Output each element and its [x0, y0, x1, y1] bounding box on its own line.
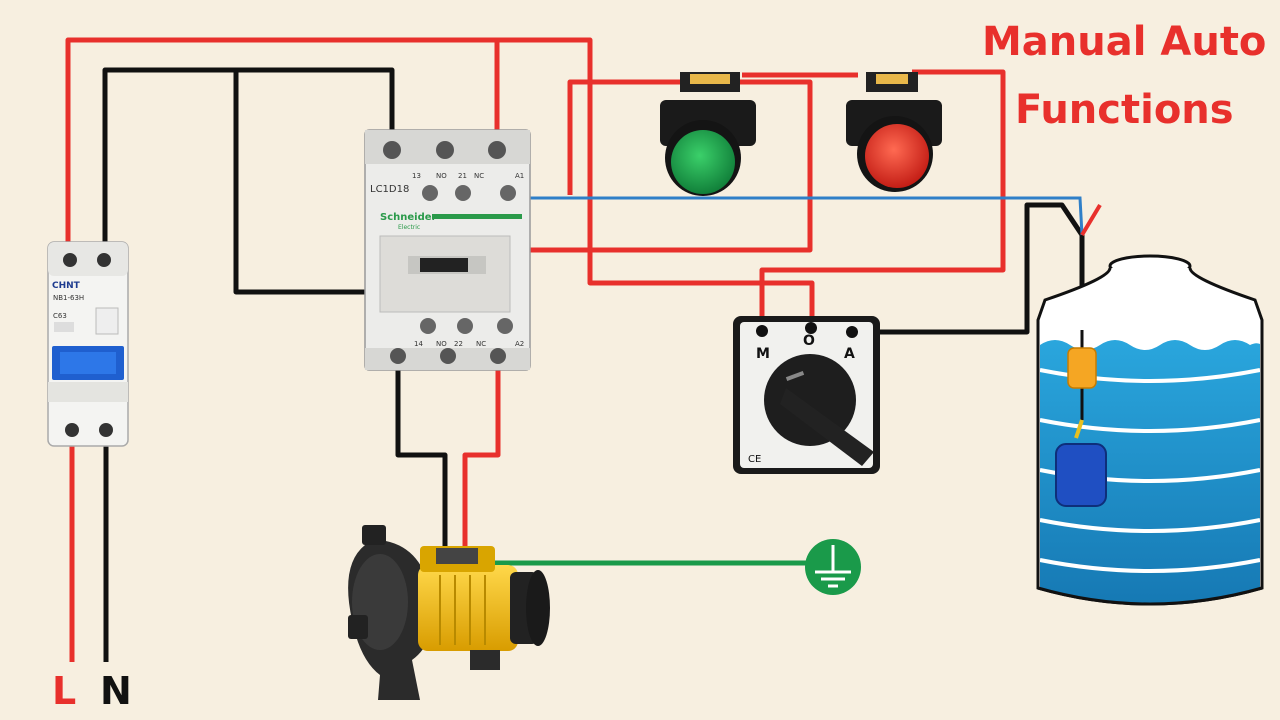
selector-terminal-o — [805, 322, 817, 334]
top-terminal-no: NO — [436, 172, 447, 180]
bottom-terminal-22: 22 — [454, 340, 463, 348]
line-label: L — [52, 669, 77, 713]
circuit-breaker: CHNT NB1-63H C63 — [47, 241, 129, 447]
contactor-terminal-a1 — [500, 185, 516, 201]
selector-terminal-a — [846, 326, 858, 338]
top-terminal-21: 21 — [458, 172, 467, 180]
contactor-terminal-t2 — [490, 348, 506, 364]
breaker-rating: C63 — [53, 312, 67, 320]
neutral-label: N — [100, 669, 132, 713]
bottom-terminal-14: 14 — [414, 340, 423, 348]
contactor-terminal-a2 — [497, 318, 513, 334]
contactor-model: LC1D18 — [370, 184, 409, 195]
contactor-terminal-l1 — [383, 141, 401, 159]
contactor: LC1D18 13 NO 21 NC A1 Schneider Electric… — [364, 129, 531, 371]
selector-switch[interactable]: M O A CE — [733, 316, 880, 474]
contactor-terminal-t1 — [390, 348, 406, 364]
breaker-terminal-l-top — [63, 253, 77, 267]
stop-push-button[interactable] — [846, 72, 942, 192]
contactor-terminal-l2 — [488, 141, 506, 159]
start-push-button[interactable] — [660, 72, 756, 196]
ce-mark: CE — [748, 454, 761, 465]
water-pump — [348, 525, 550, 700]
selector-terminal-m — [756, 325, 768, 337]
neutral-wire — [102, 67, 1085, 662]
top-terminal-nc: NC — [474, 172, 484, 180]
title-line-1: Manual Auto — [982, 19, 1267, 65]
position-o: O — [803, 333, 815, 349]
contactor-brand-sub: Electric — [398, 224, 420, 231]
float-lead-red — [1080, 203, 1102, 237]
position-a: A — [844, 346, 855, 362]
breaker-model: NB1-63H — [53, 294, 84, 302]
breaker-brand: CHNT — [52, 281, 81, 291]
position-m: M — [756, 346, 770, 362]
pump-motor — [418, 565, 518, 651]
line-wire — [65, 37, 1006, 662]
earth-icon — [805, 539, 861, 595]
tank-water — [1040, 340, 1260, 603]
contactor-brand: Schneider — [380, 212, 437, 223]
breaker-terminal-l-bottom — [65, 423, 79, 437]
top-terminal-a1: A1 — [515, 172, 524, 180]
water-tank — [1036, 254, 1264, 606]
bottom-terminal-a2: A2 — [515, 340, 524, 348]
bottom-terminal-no: NO — [436, 340, 447, 348]
top-terminal-13: 13 — [412, 172, 421, 180]
breaker-terminal-n-bottom — [99, 423, 113, 437]
breaker-terminal-n-top — [97, 253, 111, 267]
bottom-terminal-nc: NC — [476, 340, 486, 348]
title-line-2: Functions — [1015, 87, 1234, 133]
float-weight — [1067, 347, 1097, 389]
contactor-terminal-14 — [420, 318, 436, 334]
signal-wire — [510, 196, 1084, 236]
float-switch — [1055, 443, 1107, 507]
